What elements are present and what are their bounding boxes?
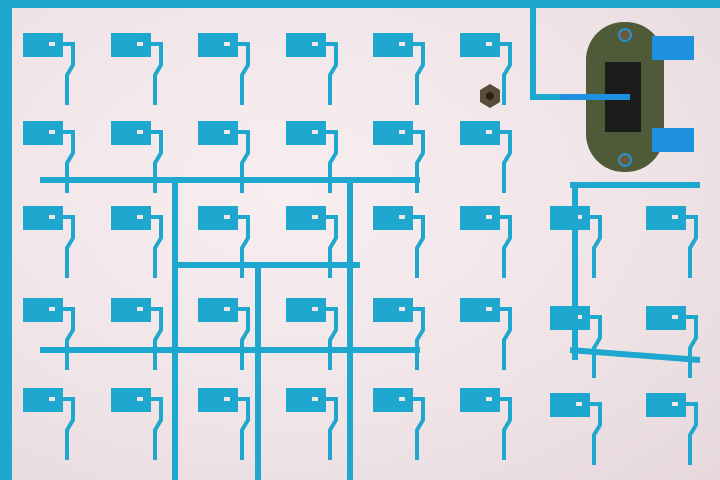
patch-feed (405, 42, 425, 105)
patch-feed (230, 130, 250, 193)
board-edge-top (0, 0, 720, 8)
feed-network (569, 347, 701, 363)
patch-feed (143, 397, 163, 460)
patch-feed (143, 215, 163, 278)
patch-feed (582, 215, 602, 278)
patch-feed (582, 315, 602, 378)
patch-feed (405, 397, 425, 460)
patch-feed (678, 402, 698, 465)
patch-feed (55, 397, 75, 460)
nut-hole (486, 92, 494, 100)
patch-feed (492, 130, 512, 193)
patch-feed (405, 130, 425, 193)
patch-feed (678, 215, 698, 278)
patch-feed (318, 215, 338, 278)
patch-feed (492, 397, 512, 460)
patch-feed (492, 307, 512, 370)
patch-feed (405, 215, 425, 278)
patch-feed (55, 215, 75, 278)
patch-feed (143, 42, 163, 105)
patch-feed (318, 130, 338, 193)
patch-feed (55, 130, 75, 193)
probe-pad-bottom (652, 128, 694, 152)
connector-screw-top (618, 28, 632, 42)
patch-feed (492, 42, 512, 105)
patch-feed (582, 402, 602, 465)
patch-feed (230, 397, 250, 460)
patch-feed (143, 130, 163, 193)
patch-feed (318, 42, 338, 105)
patch-feed (230, 215, 250, 278)
connector-screw-bottom (618, 153, 632, 167)
patch-feed (230, 42, 250, 105)
probe-line (560, 94, 630, 100)
board-edge-left (0, 0, 12, 480)
patch-feed (318, 397, 338, 460)
probe-pad-top (652, 36, 694, 60)
patch-feed (55, 42, 75, 105)
patch-feed (492, 215, 512, 278)
feed-line-vertical (530, 0, 536, 100)
